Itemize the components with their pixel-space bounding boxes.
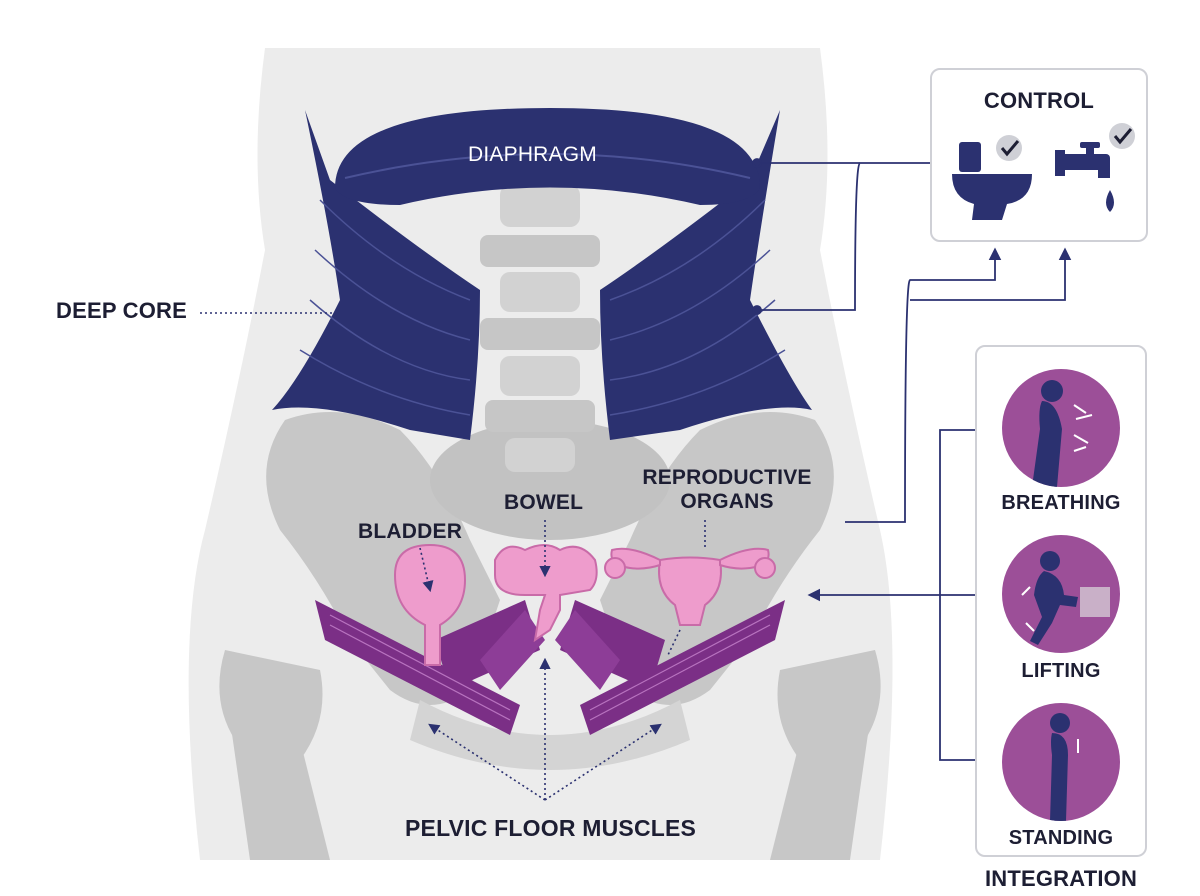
integration-title: INTEGRATION [984,866,1138,891]
check-icon [996,123,1135,161]
control-title: CONTROL [983,88,1095,113]
pelvis-bones [219,412,881,860]
bowel-organ [494,544,598,643]
toilet-icon [952,142,1032,220]
spine [480,185,600,472]
pelvic-floor-muscles-label: PELVIC FLOOR MUSCLES [405,815,697,841]
integration-panel: BREATHING LIFTING STANDING [975,345,1147,857]
reproductive-organs-label-line2: ORGANS [680,490,774,513]
bowel-label: BOWEL [504,491,584,514]
integration-item-label: BREATHING [1001,492,1121,514]
deep-core-fibers [299,199,786,416]
integration-item-label: STANDING [1008,827,1114,849]
diaphragm-label: DIAPHRAGM [468,143,597,166]
diaphragm-dome [335,108,760,205]
integration-connectors [807,429,975,761]
faucet-icon [1055,142,1114,212]
leader-lines [200,312,706,801]
reproductive-organs-label-line1: REPRODUCTIVE [642,466,812,489]
bladder-label: BLADDER [358,520,463,543]
breathing-figure-icon [1002,369,1120,487]
control-connectors [752,158,1072,523]
deep-core-right-muscle [600,110,812,440]
standing-figure-icon [1002,703,1120,821]
reproductive-organs-label: REPRODUCTIVE ORGANS [638,466,816,514]
deep-core-left-muscle [272,110,480,440]
integration-item-label: LIFTING [1021,660,1101,682]
bladder-organ [393,543,467,666]
lifting-figure-icon [1002,535,1120,653]
deep-core-label: DEEP CORE [56,298,187,323]
control-icons [952,123,1135,220]
reproductive-organ [604,547,776,626]
control-panel: CONTROL [930,68,1148,242]
